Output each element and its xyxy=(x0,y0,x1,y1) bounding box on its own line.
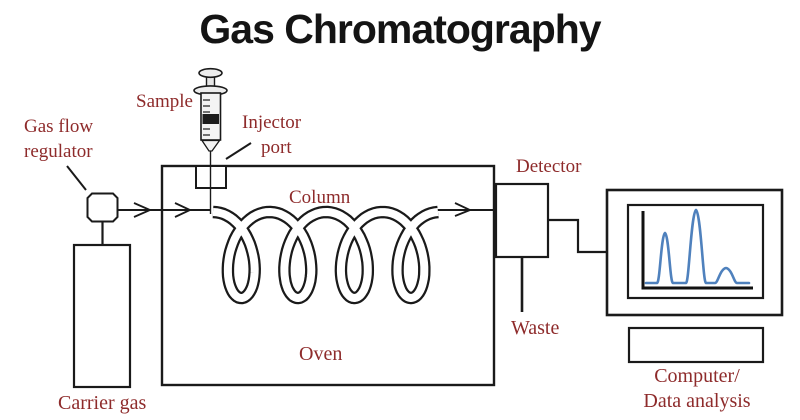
label-detector: Detector xyxy=(516,156,582,177)
signal-wire xyxy=(548,218,607,254)
carrier-gas-cylinder xyxy=(72,243,132,389)
flow-arrow-icon xyxy=(454,202,473,217)
injector-pointer-line xyxy=(225,142,252,160)
label-waste: Waste xyxy=(511,317,560,339)
label-gas-flow-regulator: Gas flow regulator xyxy=(24,115,93,164)
label-injector: Injector xyxy=(242,112,302,133)
chromatogram-trace xyxy=(644,208,751,285)
label-oven: Oven xyxy=(299,343,343,365)
column-coil-tube xyxy=(212,208,439,302)
regulator-pointer-line xyxy=(66,165,87,191)
label-computer-line1: Computer/ xyxy=(654,365,740,387)
label-gas-flow-line1: Gas flow xyxy=(24,116,94,137)
flow-arrow-icon xyxy=(174,202,193,218)
gas-flow-regulator-valve xyxy=(86,192,119,223)
label-sample: Sample xyxy=(136,91,193,112)
label-gas-flow-line2: regulator xyxy=(24,140,93,162)
label-injector-port: port xyxy=(261,137,292,158)
label-carrier-gas: Carrier gas xyxy=(58,392,147,414)
oven-box xyxy=(160,164,496,387)
keyboard xyxy=(627,326,765,364)
flow-arrow-icon xyxy=(133,202,153,218)
syringe-icon xyxy=(193,67,228,152)
page-title: Gas Chromatography xyxy=(199,6,601,52)
label-computer-line2: Data analysis xyxy=(643,390,751,412)
chromatogram-chart xyxy=(641,208,753,290)
detector-box xyxy=(494,182,550,259)
label-computer-data-analysis: Computer/ Data analysis xyxy=(612,364,782,414)
label-column: Column xyxy=(289,187,351,208)
